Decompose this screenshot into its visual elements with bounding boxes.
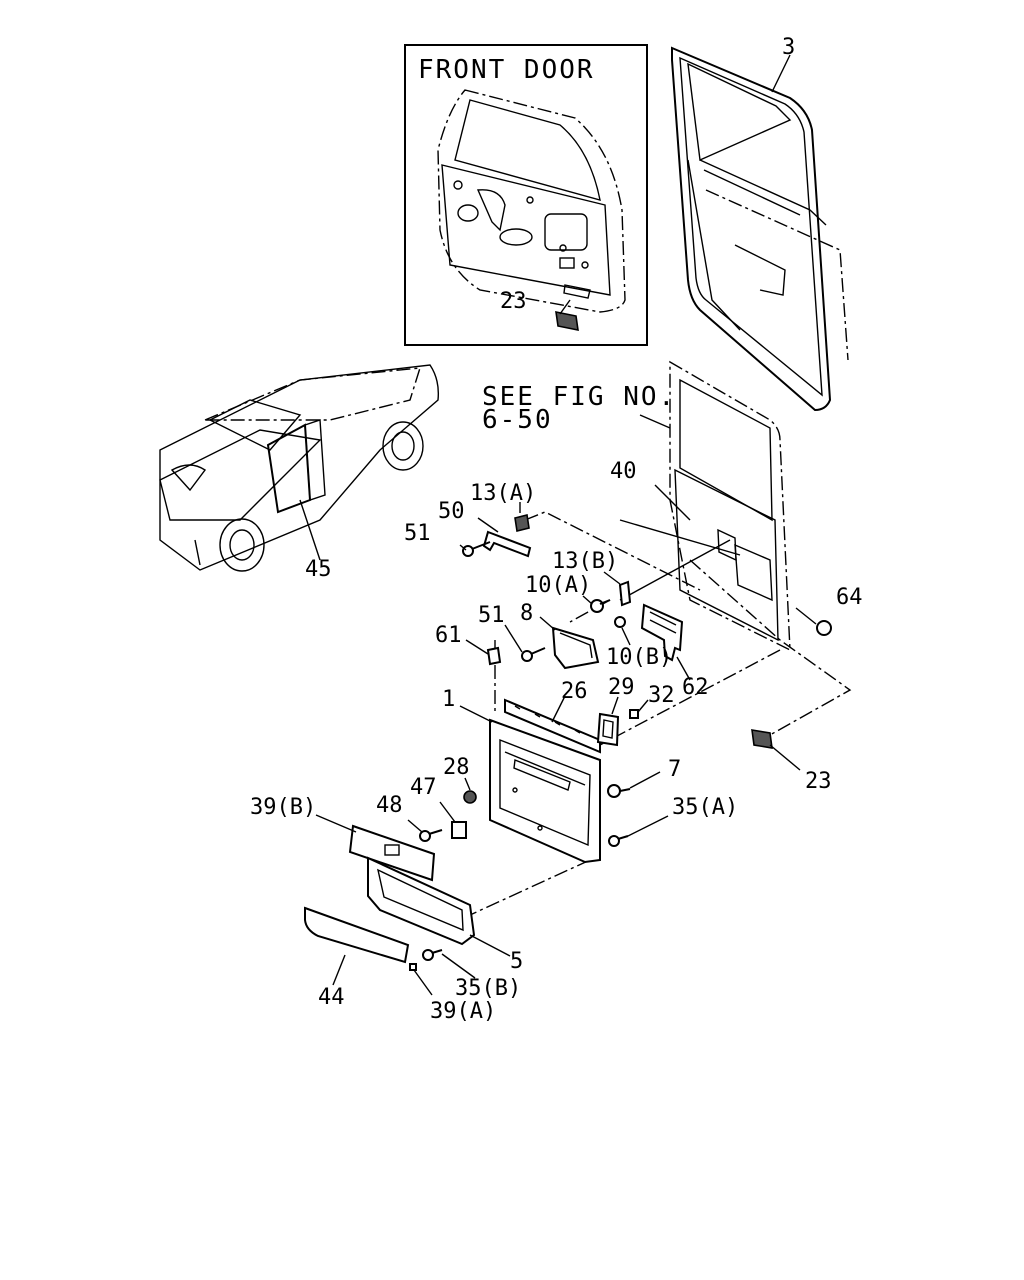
callout-35a: 35(A)	[672, 795, 738, 820]
weatherstrip-part-3	[671, 46, 849, 412]
callout-39b: 39(B)	[250, 795, 316, 820]
reference-note-line1: SEE FIG NO.	[482, 382, 676, 412]
rear-door-part-40	[619, 360, 791, 652]
callout-62: 62	[682, 675, 709, 700]
truck-illustration	[159, 364, 440, 572]
callout-13b: 13(B)	[552, 549, 618, 574]
inset-part-label: 23	[500, 289, 527, 314]
callout-61: 61	[435, 623, 462, 648]
callout-45: 45	[305, 557, 332, 582]
callout-10a: 10(A)	[525, 573, 591, 598]
callout-5: 5	[510, 949, 523, 974]
callout-44: 44	[318, 985, 345, 1010]
callout-23: 23	[805, 769, 832, 794]
callout-50: 50	[438, 499, 465, 524]
callout-10b: 10(B)	[606, 645, 672, 670]
callout-64: 64	[836, 585, 863, 610]
callout-28: 28	[443, 755, 470, 780]
callout-8: 8	[520, 601, 533, 626]
callout-13a: 13(A)	[470, 481, 536, 506]
callout-39a: 39(A)	[430, 999, 496, 1024]
callout-26: 26	[561, 679, 588, 704]
callout-1: 1	[442, 687, 455, 712]
callout-51-upper: 51	[404, 521, 431, 546]
callout-35b: 35(B)	[455, 976, 521, 1001]
inset-title: FRONT DOOR	[418, 55, 595, 85]
front-door-inset: FRONT DOOR 23	[404, 44, 648, 346]
callout-47: 47	[410, 775, 437, 800]
callout-48: 48	[376, 793, 403, 818]
reference-note-line2: 6-50	[482, 405, 553, 435]
callout-3: 3	[782, 35, 795, 60]
callout-40: 40	[610, 459, 637, 484]
callout-51-lower: 51	[478, 603, 505, 628]
callout-29: 29	[608, 675, 635, 700]
callout-32: 32	[648, 683, 675, 708]
callout-7: 7	[668, 757, 681, 782]
